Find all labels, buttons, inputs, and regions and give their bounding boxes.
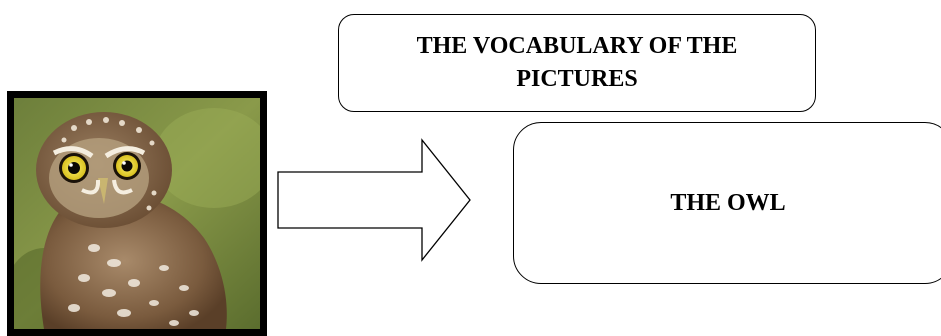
title-text: THE VOCABULARY OF THE PICTURES (416, 33, 738, 92)
title-box: THE VOCABULARY OF THE PICTURES (338, 14, 816, 112)
owl-photo (14, 98, 260, 329)
answer-box: THE OWL (513, 122, 941, 284)
owl-photo-frame (7, 91, 267, 336)
right-arrow-icon (277, 138, 471, 262)
answer-text: THE OWL (670, 189, 786, 216)
